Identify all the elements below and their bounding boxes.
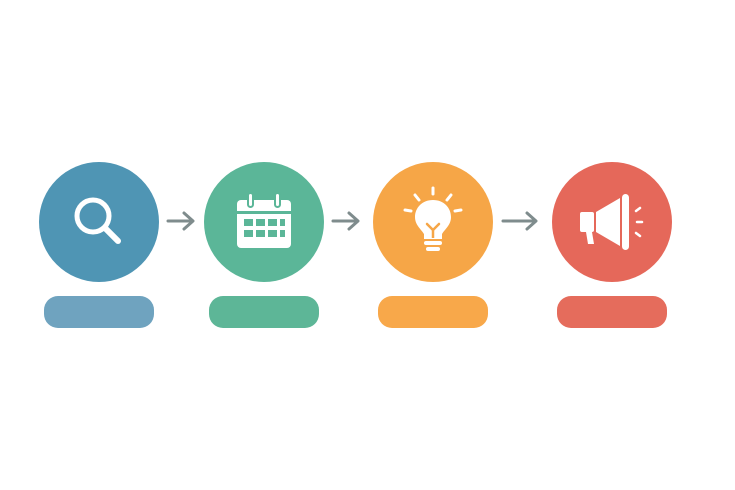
megaphone-icon [580,194,644,250]
step-2-label-bar [209,296,319,328]
step-1-label-bar [44,296,154,328]
step-4-circle [552,162,672,282]
step-4-label-bar [557,296,667,328]
search-icon [74,197,121,244]
step-2 [204,162,324,332]
step-3-label-bar [378,296,488,328]
step-3 [373,162,493,332]
step-3-circle [373,162,493,282]
step-1 [39,162,159,332]
lightbulb-icon [403,186,463,251]
arrow-right-icon [166,211,195,231]
step-1-circle [39,162,159,282]
arrow-right-icon [331,211,360,231]
step-2-circle [204,162,324,282]
calendar-icon [237,192,291,248]
arrow-right-icon [501,211,538,231]
step-4 [552,162,672,332]
